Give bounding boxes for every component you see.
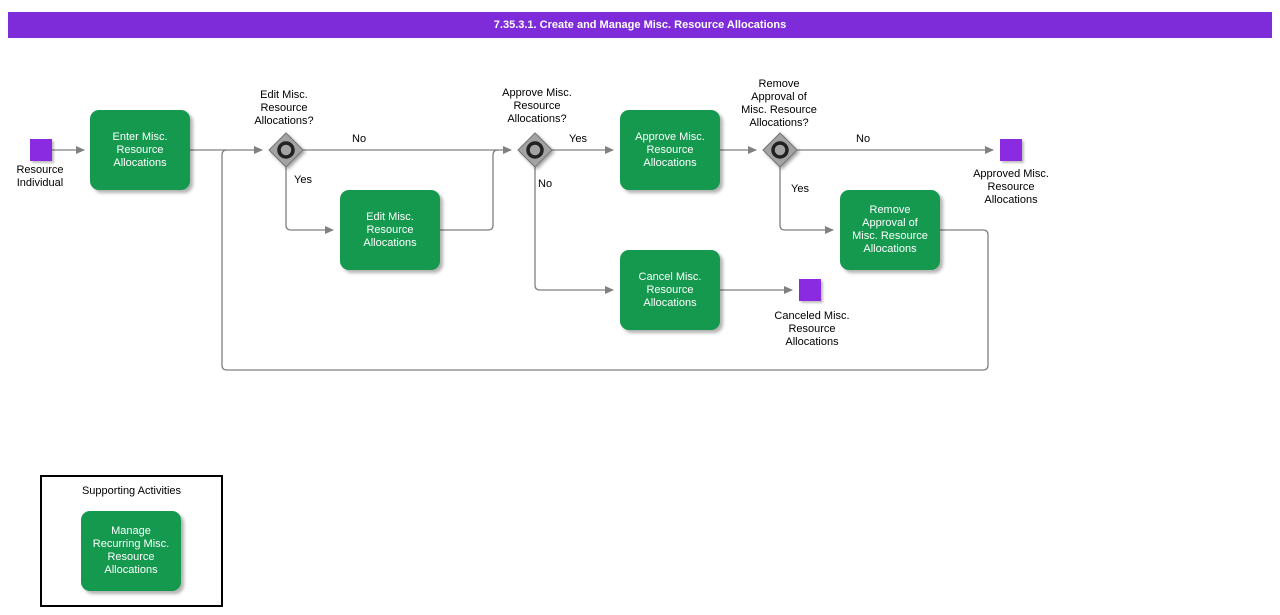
remove-no-branch-label: No [856, 133, 871, 145]
supporting-activities-panel: Supporting Activities Manage Recurring M… [40, 475, 223, 607]
remove-approval-decision-label: Remove Approval of Misc. Resource Alloca… [741, 78, 817, 129]
approved-event-square [1000, 139, 1022, 161]
task-cancel-misc-resource-allocations[interactable]: Cancel Misc. Resource Allocations [620, 250, 720, 330]
approve-decision-gateway [517, 132, 553, 168]
task-manage-recurring-misc-resource-allocations[interactable]: Manage Recurring Misc. Resource Allocati… [81, 511, 181, 591]
edit-decision-label: Edit Misc. Resource Allocations? [254, 89, 314, 127]
edit-no-branch-label: No [352, 133, 367, 145]
diagram-title-banner: 7.35.3.1. Create and Manage Misc. Resour… [8, 12, 1272, 38]
connector-remove-loopback [221, 149, 989, 371]
canceled-event-label: Canceled Misc. Resource Allocations [774, 310, 850, 348]
canceled-event-square [799, 279, 821, 301]
task-remove-approval-misc-resource-allocations[interactable]: Remove Approval of Misc. Resource Alloca… [840, 190, 940, 270]
approve-no-branch-label: No [538, 178, 553, 190]
task-edit-misc-resource-allocations[interactable]: Edit Misc. Resource Allocations [340, 190, 440, 270]
diagram-title: 7.35.3.1. Create and Manage Misc. Resour… [493, 19, 787, 31]
connector-remove-gateway-yes [779, 167, 834, 234]
edit-yes-branch-label: Yes [294, 174, 312, 186]
approve-yes-branch-label: Yes [569, 133, 587, 145]
task-approve-misc-resource-allocations[interactable]: Approve Misc. Resource Allocations [620, 110, 720, 190]
approved-event-label: Approved Misc. Resource Allocations [973, 168, 1049, 206]
remove-yes-branch-label: Yes [791, 183, 809, 195]
edit-decision-gateway [268, 132, 304, 168]
approve-decision-label: Approve Misc. Resource Allocations? [502, 87, 572, 125]
start-event-label: Resource Individual [16, 164, 64, 189]
connector-edit-return-merge [440, 149, 499, 231]
connector-approve-gateway-no [534, 167, 614, 294]
remove-approval-decision-gateway [762, 132, 798, 168]
connector-edit-gateway-yes [285, 167, 334, 234]
supporting-activities-title: Supporting Activities [81, 485, 182, 497]
task-enter-misc-resource-allocations[interactable]: Enter Misc. Resource Allocations [90, 110, 190, 190]
start-event-square [30, 139, 52, 161]
